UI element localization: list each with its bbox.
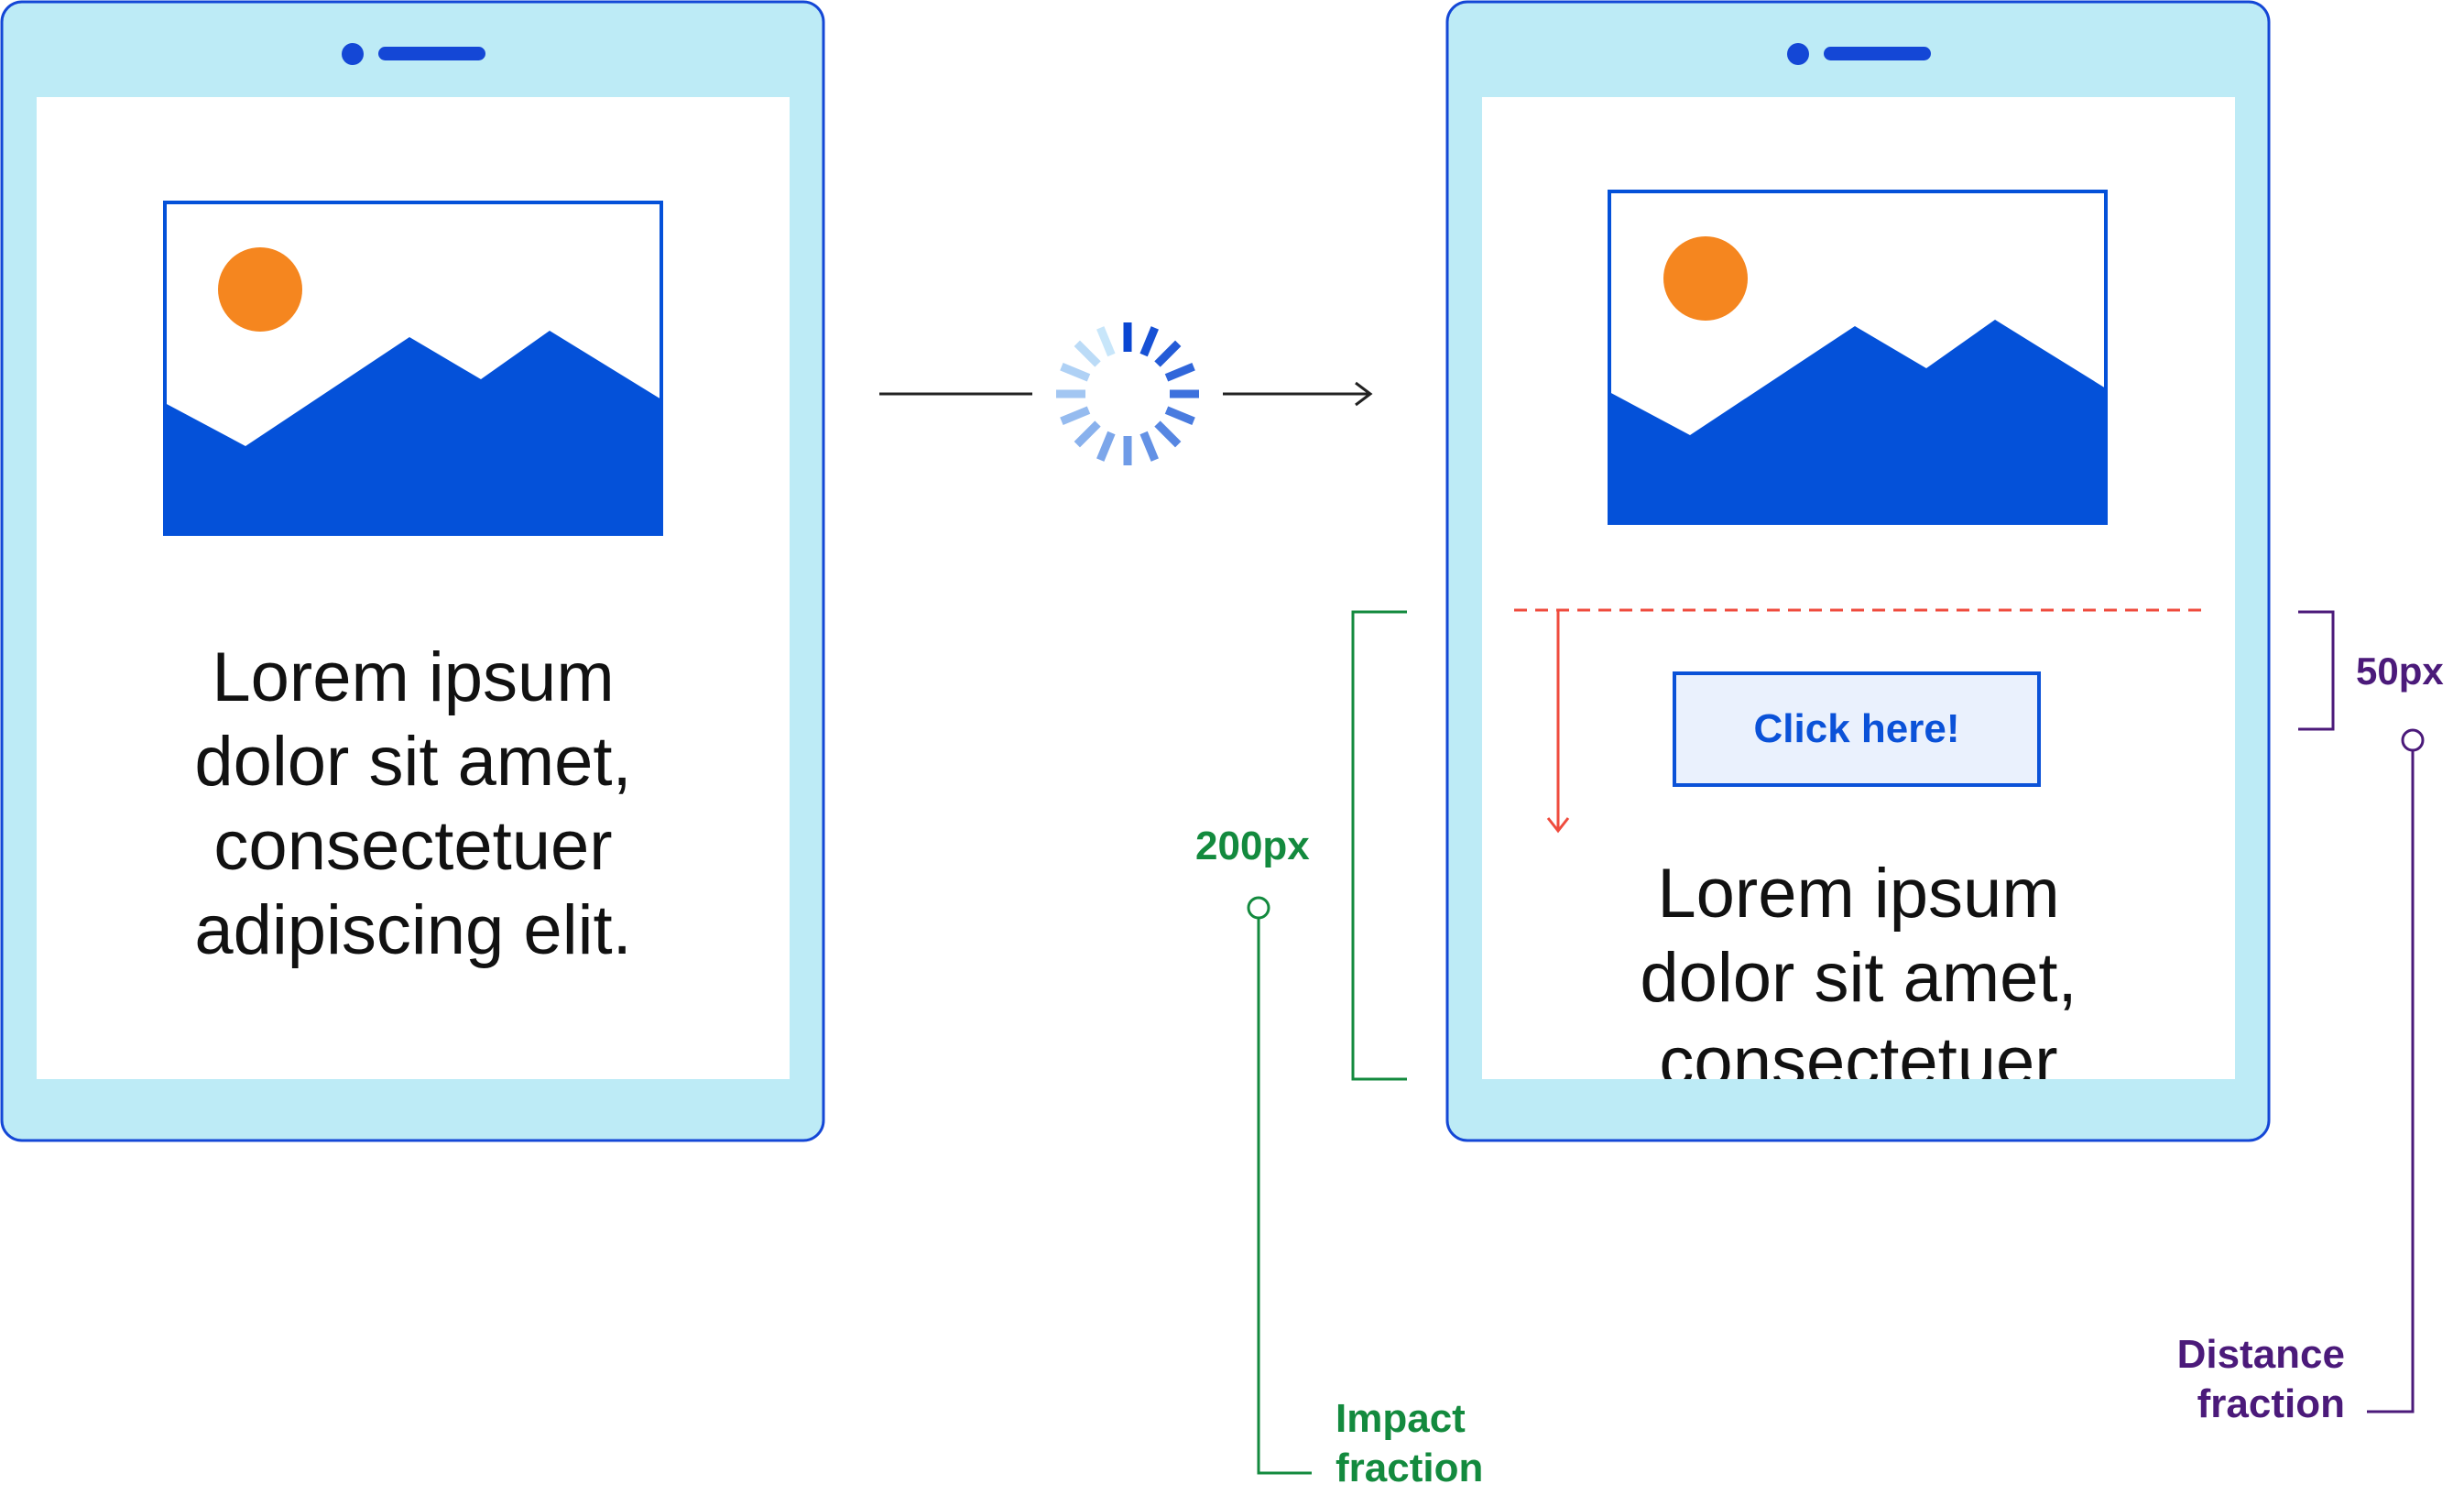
before-mountains-icon: [165, 331, 661, 534]
move-distance-label: 50px: [2356, 649, 2444, 693]
before-image-placeholder: [163, 201, 663, 536]
after-sun-icon: [1663, 236, 1748, 321]
spinner-tick: [1164, 406, 1195, 425]
impact-leader-line: [1257, 918, 1312, 1475]
spinner-tick: [1154, 340, 1182, 367]
spinner-tick: [1074, 340, 1101, 367]
spinner-tick: [1139, 431, 1159, 462]
before-text-line: dolor sit amet,: [194, 723, 632, 801]
impact-distance-label: 200px: [1195, 824, 1310, 868]
transition-arrow: [879, 322, 1373, 465]
spinner-tick: [1139, 326, 1159, 357]
after-image-placeholder: [1608, 190, 2108, 525]
loading-spinner-icon: [1056, 322, 1199, 465]
after-text-line: dolor sit amet,: [1640, 939, 2077, 1017]
spinner-tick: [1060, 363, 1091, 382]
spinner-tick: [1096, 431, 1116, 462]
before-speaker-slot: [378, 47, 485, 60]
distance-pin-circle: [2401, 728, 2425, 752]
impact-caption-line: fraction: [1336, 1446, 1484, 1490]
distance-caption-line: fraction: [2197, 1381, 2345, 1426]
before-text-line: Lorem ipsum: [212, 638, 615, 716]
after-text-line: consectetuer: [1659, 1023, 2058, 1079]
distance-bracket-line: [2298, 610, 2335, 731]
before-text-line: adipiscing elit.: [194, 891, 632, 969]
distance-caption-line: Distance: [2176, 1332, 2345, 1377]
after-camera-dot: [1787, 43, 1809, 65]
right-arrow-icon: [1355, 381, 1373, 407]
spinner-tick: [1060, 406, 1091, 425]
before-sun-icon: [218, 247, 302, 332]
after-device: [1445, 0, 2271, 1142]
after-text-viewport: Lorem ipsum dolor sit amet, consectetuer: [1482, 843, 2235, 1079]
spinner-tick: [1164, 363, 1195, 382]
click-here-button[interactable]: Click here!: [1673, 671, 2041, 787]
after-speaker-slot: [1824, 47, 1931, 60]
distance-leader-line: [2367, 750, 2415, 1413]
impact-bracket-line: [1351, 610, 1407, 1081]
before-camera-dot: [342, 43, 364, 65]
distance-bracket: [2298, 610, 2425, 1413]
distance-fraction-caption: Distance fraction: [2162, 1330, 2345, 1429]
spinner-tick: [1074, 420, 1101, 448]
spinner-tick: [1096, 326, 1116, 357]
after-body-text: Lorem ipsum dolor sit amet, consectetuer: [1482, 852, 2235, 1079]
after-text-line: Lorem ipsum: [1657, 855, 2060, 933]
before-text-line: consectetuer: [213, 807, 613, 885]
spinner-tick: [1154, 420, 1182, 448]
before-device: [0, 0, 825, 1142]
shift-down-arrow-icon: [1546, 817, 1570, 834]
before-body-text: Lorem ipsum dolor sit amet, consectetuer…: [37, 636, 790, 973]
impact-pin-circle: [1247, 896, 1270, 920]
impact-caption-line: Impact: [1336, 1396, 1466, 1441]
impact-fraction-caption: Impact fraction: [1336, 1394, 1483, 1493]
impact-bracket: [1247, 610, 1407, 1475]
after-mountains-icon: [1609, 320, 2106, 523]
